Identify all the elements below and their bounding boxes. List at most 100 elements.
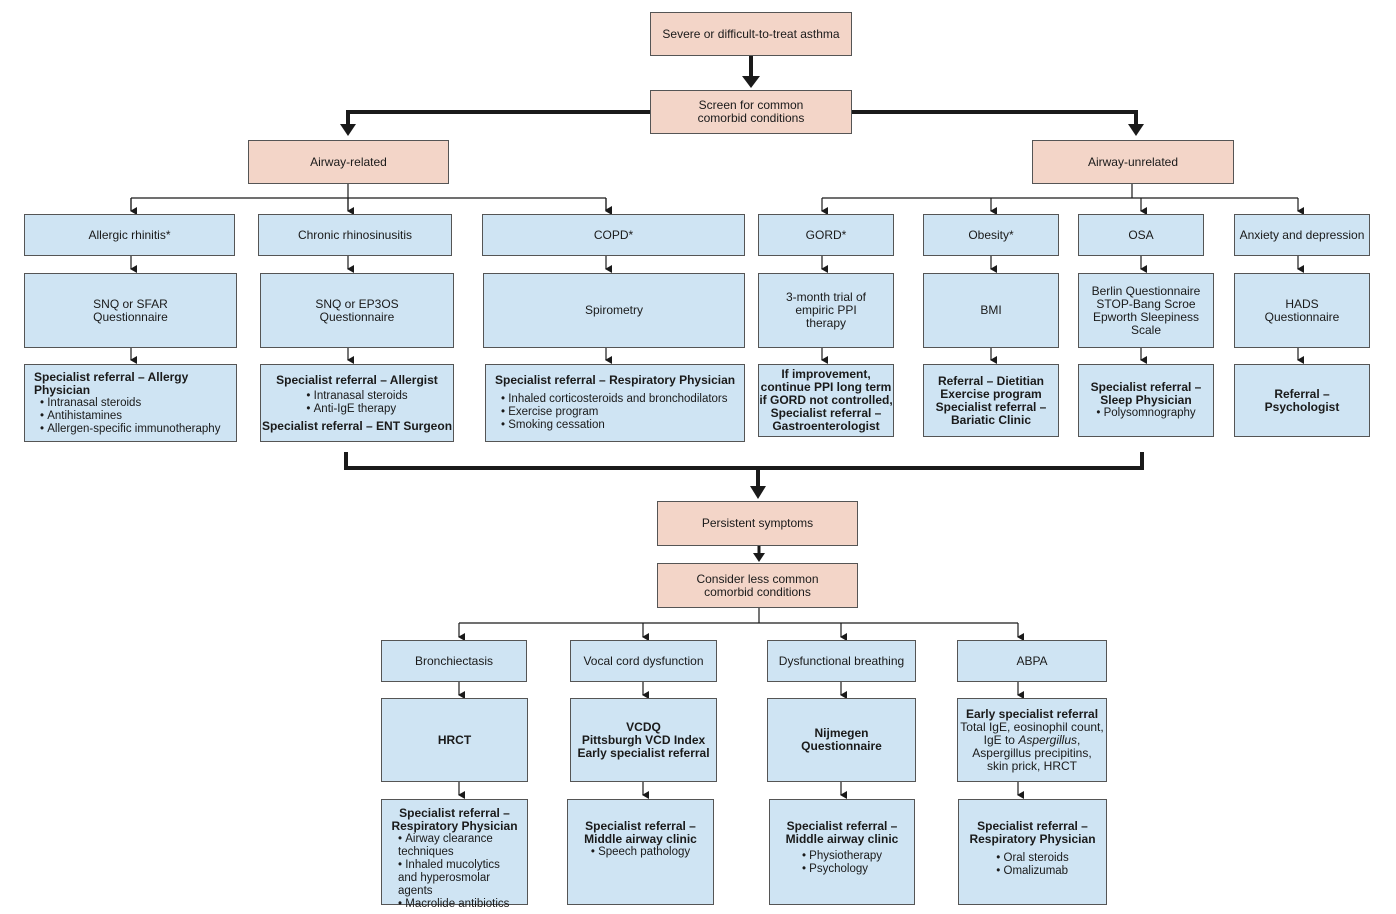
mgmt-osa-item: Polysomnography — [1096, 407, 1196, 420]
assess-dysf-line-2: Questionnaire — [801, 739, 882, 753]
assess-abpa-line-1: Total IgE, eosinophil count, — [960, 719, 1104, 734]
node-osa: OSA — [1078, 214, 1204, 256]
mgmt-ar-item: Intranasal steroids — [40, 397, 220, 410]
mgmt-abpa-line-1: Specialist referral – — [977, 819, 1088, 833]
node-chronic-rhinosinusitis: Chronic rhinosinusitis — [258, 214, 452, 256]
chronic-rhinosinusitis-label: Chronic rhinosinusitis — [297, 227, 413, 242]
assess-vcd-line-1: VCDQ — [626, 719, 661, 734]
mgmt-copd-item: Smoking cessation — [501, 419, 728, 432]
assess-allergic-rhinitis: SNQ or SFAR Questionnaire — [24, 273, 237, 348]
node-airway-related-label: Airway-related — [310, 154, 387, 169]
arrowhead-unrelated — [1128, 124, 1144, 136]
mgmt-ar-item: Antihistamines — [40, 410, 220, 423]
mgmt-anx-line-1: Referral – — [1274, 386, 1330, 401]
node-dysfunctional-breathing: Dysfunctional breathing — [767, 640, 916, 682]
mgmt-copd-item: Inhaled corticosteroids and bronchodilat… — [501, 393, 727, 406]
node-severe-asthma: Severe or difficult-to-treat asthma — [650, 12, 852, 56]
mgmt-bronch-item: Inhaled mucolytics and hyperosmolar agen… — [398, 859, 521, 898]
node-vocal-cord-dysfunction: Vocal cord dysfunction — [570, 640, 717, 682]
arrowhead-related — [340, 124, 356, 136]
assess-bronch-label: HRCT — [437, 732, 472, 747]
assess-gord-line-3: therapy — [805, 316, 847, 330]
mgmt-crs-list: Intranasal steroids Anti-IgE therapy — [306, 390, 408, 416]
mgmt-vcd-line-1: Specialist referral – — [585, 819, 696, 833]
bronchiectasis-label: Bronchiectasis — [414, 653, 494, 668]
assess-abpa-line-2a: IgE to — [983, 732, 1019, 747]
node-airway-unrelated-label: Airway-unrelated — [1087, 154, 1179, 169]
mgmt-bronch-list: Airway clearance techniques Inhaled muco… — [382, 833, 527, 911]
assess-osa: Berlin Questionnaire STOP-Bang Scroe Epw… — [1078, 273, 1214, 348]
assess-obesity: BMI — [923, 273, 1059, 348]
mgmt-anxiety-depression: Referral – Psychologist — [1234, 364, 1370, 437]
mgmt-bronch-line-1: Specialist referral – — [399, 806, 510, 820]
consider-line-2: comorbid conditions — [704, 584, 811, 599]
node-anxiety-depression: Anxiety and depression — [1234, 214, 1370, 256]
mgmt-obesity-line-3: Specialist referral – — [935, 399, 1047, 414]
node-bronchiectasis: Bronchiectasis — [381, 640, 527, 682]
assess-anx-line-2: Questionnaire — [1264, 309, 1340, 324]
mgmt-dysf-line-1: Specialist referral – — [786, 819, 898, 833]
mgmt-anx-line-2: Psychologist — [1264, 399, 1340, 414]
allergic-rhinitis-label: Allergic rhinitis* — [88, 227, 171, 242]
gord-label: GORD* — [805, 227, 847, 242]
arrowhead-persistent — [750, 486, 766, 499]
mgmt-ar-item: Allergen-specific immunotheraphy — [40, 423, 220, 436]
anxiety-depression-label: Anxiety and depression — [1239, 227, 1365, 242]
mgmt-gord-line-1: If improvement, — [781, 367, 871, 381]
line-less-common-branch — [459, 608, 1018, 624]
assess-abpa-comma: , — [1077, 732, 1081, 747]
line-related-branch — [130, 184, 606, 210]
consider-line-1: Consider less common — [696, 571, 819, 586]
mgmt-allergic-rhinitis: Specialist referral – Allergy Physician … — [24, 364, 237, 442]
arrowhead-top — [742, 76, 760, 88]
node-screen-line-2: comorbid conditions — [697, 111, 805, 125]
mgmt-osa-list: Polysomnography — [1096, 407, 1196, 420]
assess-abpa-line-2: IgE to Aspergillus, — [983, 732, 1081, 747]
assess-dysfunctional-breathing: Nijmegen Questionnaire — [767, 698, 916, 782]
assess-crs-line-1: SNQ or EP3OS — [315, 296, 399, 311]
node-screen-common: Screen for common comorbid conditions — [650, 90, 852, 134]
mgmt-chronic-rhinosinusitis: Specialist referral – Allergist Intranas… — [260, 364, 454, 442]
assess-chronic-rhinosinusitis: SNQ or EP3OS Questionnaire — [260, 273, 454, 348]
assess-ar-line-2: Questionnaire — [93, 309, 168, 324]
mgmt-copd-list: Inhaled corticosteroids and bronchodilat… — [495, 393, 728, 432]
node-gord: GORD* — [758, 214, 894, 256]
mgmt-vcd-item: Speech pathology — [591, 846, 690, 859]
mgmt-obesity-line-4: Bariatic Clinic — [950, 412, 1032, 427]
assess-osa-line-1: Berlin Questionnaire — [1091, 283, 1201, 298]
node-allergic-rhinitis: Allergic rhinitis* — [24, 214, 235, 256]
mgmt-gord-line-3: if GORD not controlled, — [759, 393, 893, 407]
assess-osa-line-3: Epworth Sleepiness — [1092, 309, 1200, 324]
mgmt-vocal-cord-dysfunction: Specialist referral – Middle airway clin… — [567, 799, 714, 905]
line-unrelated-branch — [822, 184, 1298, 199]
node-consider-less-common: Consider less common comorbid conditions — [657, 563, 858, 608]
line-bracket — [344, 452, 1144, 488]
line-screen-split — [346, 110, 1138, 126]
mgmt-gord-line-5: Gastroenterologist — [772, 419, 880, 433]
assess-vcd-line-3: Early specialist referral — [577, 745, 710, 760]
assess-copd-label: Spirometry — [584, 303, 643, 317]
assess-osa-line-2: STOP-Bang Scroe — [1096, 296, 1196, 311]
node-abpa: ABPA — [957, 640, 1107, 682]
mgmt-bronchiectasis: Specialist referral – Respiratory Physic… — [381, 799, 528, 910]
mgmt-ar-list: Intranasal steroids Antihistamines Aller… — [34, 397, 220, 436]
mgmt-osa: Specialist referral – Sleep Physician Po… — [1078, 364, 1214, 437]
mgmt-crs-item: Intranasal steroids — [306, 390, 408, 403]
assess-dysf-line-1: Nijmegen — [814, 726, 869, 740]
mgmt-obesity-line-2: Exercise program — [940, 386, 1042, 401]
vocal-cord-dysfunction-label: Vocal cord dysfunction — [583, 653, 704, 668]
assess-crs-line-2: Questionnaire — [319, 309, 395, 324]
mgmt-osa-line-1: Specialist referral – — [1090, 380, 1202, 394]
assess-anxiety-depression: HADS Questionnaire — [1234, 273, 1370, 348]
assess-gord: 3-month trial of empiric PPI therapy — [758, 273, 894, 348]
mgmt-obesity: Referral – Dietitian Exercise program Sp… — [923, 364, 1059, 437]
mgmt-abpa-item: Omalizumab — [996, 865, 1069, 878]
mgmt-bronch-line-2: Respiratory Physician — [391, 819, 518, 833]
mgmt-abpa-list: Oral steroids Omalizumab — [996, 852, 1069, 878]
osa-label: OSA — [1128, 227, 1154, 242]
mgmt-vcd-line-2: Middle airway clinic — [584, 832, 697, 846]
mgmt-dysf-line-2: Middle airway clinic — [785, 832, 899, 846]
mgmt-ar-title: Specialist referral – Allergy Physician — [34, 369, 189, 397]
assess-abpa: Early specialist referral Total IgE, eos… — [957, 698, 1107, 782]
node-persistent-symptoms: Persistent symptoms — [657, 501, 858, 546]
